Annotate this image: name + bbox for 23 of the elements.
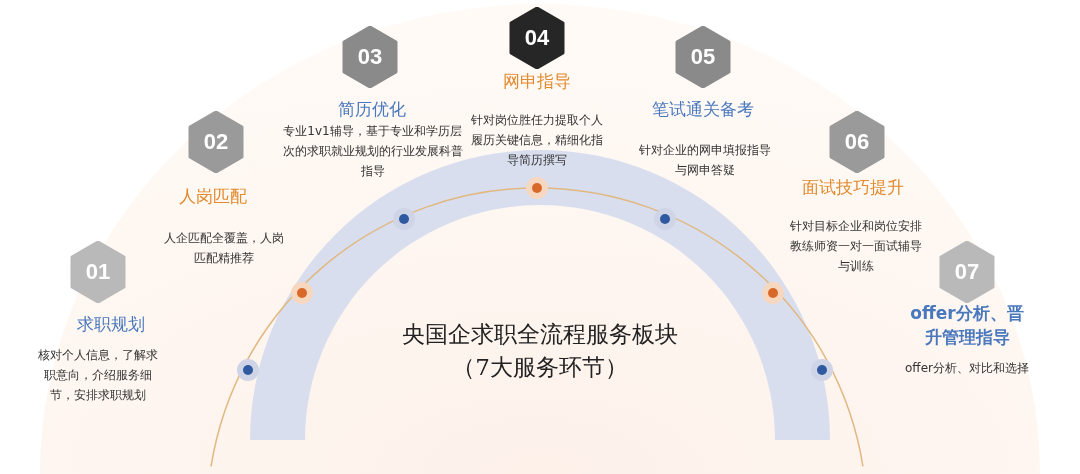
step-title: offer分析、晋升管理指导 [909,302,1025,349]
step-description: 针对企业的网申填报指导与网申答疑 [638,142,772,179]
center-heading: 央国企求职全流程服务板块 [401,320,679,349]
step-description: 核对个人信息，了解求职意向，介绍服务细节，安排求职规划 [37,347,159,404]
step-description: 针对目标企业和岗位安排教练师资一对一面试辅导与训练 [789,218,923,275]
step-hexagon: 05 [675,26,731,88]
step-title: 面试技巧提升 [802,176,904,199]
step-description: offer分析、对比和选择 [904,360,1030,377]
step-hexagon: 02 [188,111,244,173]
center-heading: （7大服务环节） [451,353,629,382]
step-description: 专业1v1辅导，基于专业和学历层次的求职就业规划的行业发展科普指导 [281,123,464,180]
step-title: 人岗匹配 [179,185,247,208]
step-description: 针对岗位胜任力提取个人履历关键信息，精细化指导简历撰写 [470,112,604,169]
step-title: 网申指导 [503,70,571,93]
step-hexagon: 04 [509,7,565,69]
step-title: 简历优化 [338,98,406,121]
step-description: 人企匹配全覆盖，人岗匹配精推荐 [163,230,285,267]
step-hexagon: 03 [342,26,398,88]
step-hexagon: 01 [70,241,126,303]
step-hexagon: 06 [829,111,885,173]
step-title: 求职规划 [77,313,145,336]
step-hexagon: 07 [939,241,995,303]
step-title: 笔试通关备考 [652,98,754,121]
